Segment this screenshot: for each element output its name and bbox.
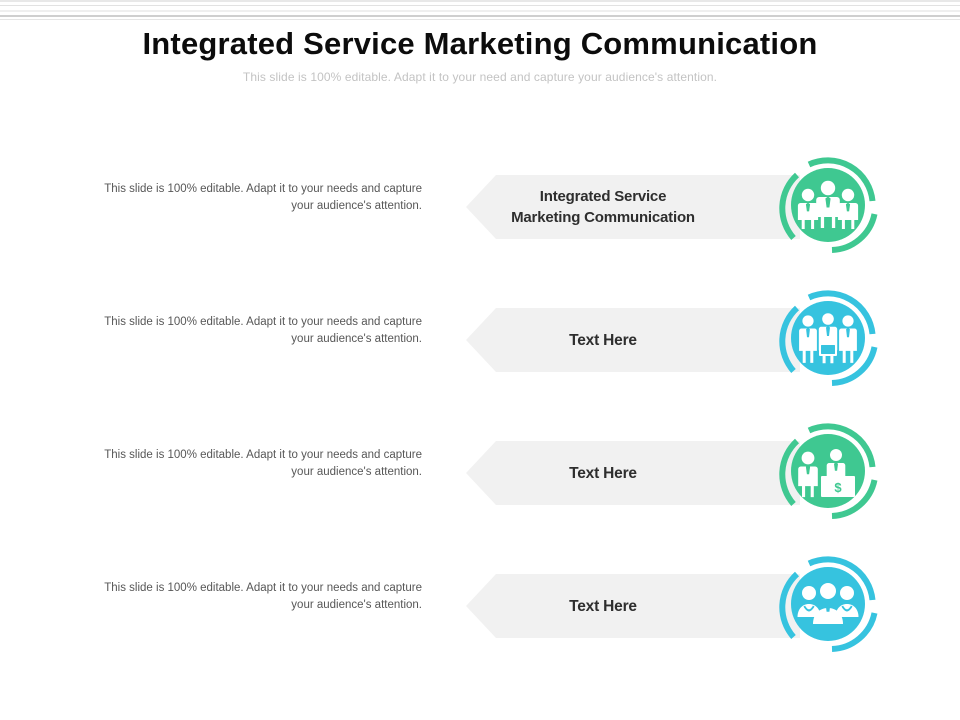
row-description-line2: and capture your audience's attention. [291, 316, 422, 345]
frame-rule-1 [0, 0, 960, 2]
content-row-1: This slide is 100% editable. Adapt it to… [0, 145, 960, 271]
row-description-line2: and capture your audience's attention. [291, 183, 422, 212]
row-description-line1: This slide is 100% editable. Adapt it to… [104, 582, 359, 594]
bank-counter-dollar-icon[interactable]: $ [779, 420, 881, 522]
row-description-1: This slide is 100% editable. Adapt it to… [96, 181, 422, 215]
top-frame-decoration [0, 0, 960, 22]
row-description-4: This slide is 100% editable. Adapt it to… [96, 580, 422, 614]
row-description-3: This slide is 100% editable. Adapt it to… [96, 447, 422, 481]
arrow-banner-label-2: Text Here [569, 331, 637, 349]
arrow-banner-label-1-line1: Integrated Service [539, 188, 667, 205]
row-description-line1: This slide is 100% editable. Adapt it to… [104, 316, 359, 328]
row-description-line1: This slide is 100% editable. Adapt it to… [104, 183, 359, 195]
content-row-3: This slide is 100% editable. Adapt it to… [0, 411, 960, 537]
svg-text:$: $ [834, 480, 842, 495]
page-title: Integrated Service Marketing Communicati… [142, 26, 818, 61]
arrow-banner-label-4: Text Here [569, 597, 637, 615]
arrow-banner-2[interactable]: Text Here [466, 308, 800, 372]
arrow-banner-label-1: Integrated Service Marketing Communicati… [511, 186, 695, 228]
row-description-2: This slide is 100% editable. Adapt it to… [96, 314, 422, 348]
arrow-banner-3[interactable]: Text Here [466, 441, 800, 505]
frame-rule-5 [0, 19, 960, 20]
frame-rule-2 [0, 5, 960, 6]
content-row-2: This slide is 100% editable. Adapt it to… [0, 278, 960, 404]
people-group-icon[interactable] [779, 553, 881, 655]
content-row-4: This slide is 100% editable. Adapt it to… [0, 544, 960, 670]
three-businessmen-icon[interactable] [779, 154, 881, 256]
team-with-board-icon[interactable] [779, 287, 881, 389]
arrow-banner-4[interactable]: Text Here [466, 574, 800, 638]
row-description-line2: and capture your audience's attention. [291, 582, 422, 611]
arrow-banner-label-1-line2: Marketing Communication [511, 209, 695, 226]
arrow-banner-1[interactable]: Integrated Service Marketing Communicati… [466, 175, 800, 239]
row-description-line1: This slide is 100% editable. Adapt it to… [104, 449, 359, 461]
page-subtitle: This slide is 100% editable. Adapt it to… [242, 70, 718, 84]
arrow-banner-label-3: Text Here [569, 464, 637, 482]
frame-rule-4 [0, 15, 960, 17]
row-description-line2: and capture your audience's attention. [291, 449, 422, 478]
frame-rule-3 [0, 10, 960, 12]
